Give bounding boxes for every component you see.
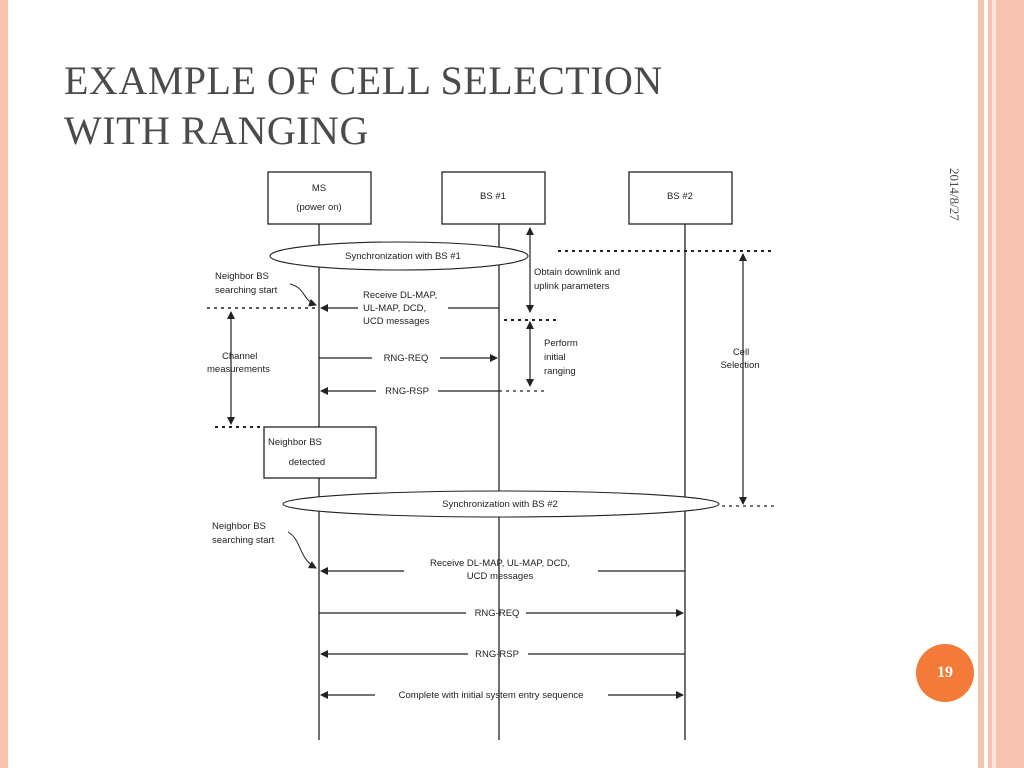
rng-rsp-2-label: RNG-RSP	[475, 649, 519, 660]
rng-req-1-label: RNG-REQ	[384, 353, 429, 364]
channel-meas-label-2: measurements	[207, 364, 270, 375]
receive-msgs-1-line-1: Receive DL-MAP,	[363, 290, 437, 301]
receive-msgs-2-line-1: Receive DL-MAP, UL-MAP, DCD,	[430, 558, 570, 569]
obtain-params-label-2: uplink parameters	[534, 281, 610, 292]
bs2-box: BS #2	[628, 171, 733, 225]
cell-selection-label-1: Cell	[733, 347, 749, 358]
neighbor-search-2-line-2: searching start	[212, 535, 275, 546]
ms-box-sublabel: (power on)	[296, 202, 341, 213]
neighbor-detected-line-1: Neighbor BS	[268, 437, 322, 448]
complete-entry-label: Complete with initial system entry seque…	[399, 690, 584, 701]
rng-rsp-1-label: RNG-RSP	[385, 386, 429, 397]
sync-bs2-label: Synchronization with BS #2	[442, 499, 558, 510]
channel-meas-label-1: Channel	[222, 351, 257, 362]
ms-box-label: MS	[312, 183, 326, 194]
right-frame-stripe	[988, 0, 992, 768]
ranging-label-2: initial	[544, 352, 566, 363]
neighbor-detected-box: Neighbor BS detected	[263, 426, 377, 479]
sync-bs2-ellipse	[282, 490, 720, 518]
left-frame-bar	[0, 0, 8, 768]
slide-date: 2014/8/27	[946, 168, 966, 258]
neighbor-search-1-line-2: searching start	[215, 285, 278, 296]
receive-msgs-1-line-3: UCD messages	[363, 316, 430, 327]
sync-bs1-label: Synchronization with BS #1	[345, 251, 461, 262]
page-number-badge: 19	[916, 644, 974, 702]
obtain-params-label-1: Obtain downlink and	[534, 267, 620, 278]
cell-selection-label-2: Selection	[720, 360, 759, 371]
bs2-box-label: BS #2	[667, 191, 693, 202]
receive-msgs-1-line-2: UL-MAP, DCD,	[363, 303, 426, 314]
ranging-label-3: ranging	[544, 366, 576, 377]
right-frame-stripe	[978, 0, 984, 768]
neighbor-search-2-line-1: Neighbor BS	[212, 521, 266, 532]
bs1-box-label: BS #1	[480, 191, 506, 202]
neighbor-search-1-line-1: Neighbor BS	[215, 271, 269, 282]
neighbor-search-1-pointer	[289, 283, 317, 307]
title-line-1: EXAMPLE OF CELL SELECTION	[64, 58, 663, 103]
ranging-label-1: Perform	[544, 338, 578, 349]
receive-msgs-2-line-2: UCD messages	[467, 571, 534, 582]
rng-req-2-label: RNG-REQ	[475, 608, 520, 619]
neighbor-search-2-pointer	[287, 531, 317, 569]
title-line-2: WITH RANGING	[64, 108, 369, 153]
date-text: 2014/8/27	[947, 168, 962, 221]
slide-title: EXAMPLE OF CELL SELECTION WITH RANGING	[64, 56, 824, 156]
neighbor-detected-line-2: detected	[289, 457, 325, 468]
bs1-box: BS #1	[441, 171, 546, 225]
ms-box: MS (power on)	[267, 171, 372, 225]
right-frame-bar	[996, 0, 1024, 768]
right-frame-gap	[992, 0, 996, 768]
